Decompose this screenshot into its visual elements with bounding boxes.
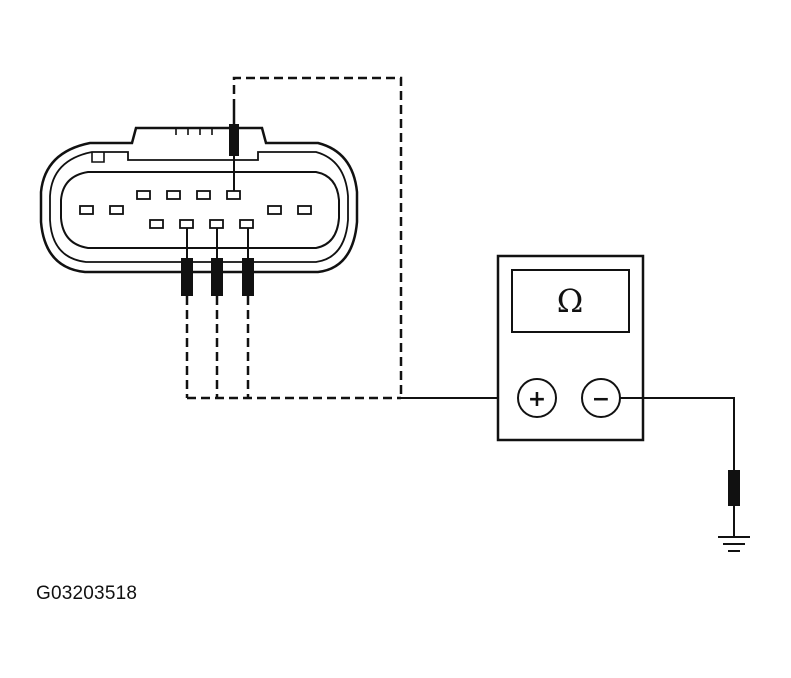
connector-pin [196,190,211,200]
positive-terminal-label: + [528,387,546,412]
connector-pin [226,190,241,200]
jumper-wires [185,76,403,400]
connector-pin [109,205,124,215]
connector-pin [166,190,181,200]
connector-pins-middle-row [79,205,312,215]
probe-icon [181,228,193,296]
probe-icon [229,108,239,191]
connector-pins-bottom-row [149,219,254,229]
negative-terminal-label: − [592,387,610,412]
probe-icon [728,470,740,506]
ground-icon [718,536,750,552]
connector-pin [79,205,94,215]
negative-lead [620,397,740,537]
connector-pin [239,219,254,229]
probe-icon [242,228,254,296]
connector-pin [179,219,194,229]
connector-pin [136,190,151,200]
meter-display [511,269,630,333]
positive-terminal [517,378,557,418]
connector-pin [209,219,224,229]
connector-pin [267,205,282,215]
connector-pin [297,205,312,215]
connector-latch [175,128,213,135]
connector-pin [149,219,164,229]
probe-icon [211,228,223,296]
ohm-symbol: Ω [557,282,584,320]
connector-icon [39,126,359,274]
figure-id: G03203518 [36,583,138,604]
multimeter: Ω + − [496,254,645,442]
